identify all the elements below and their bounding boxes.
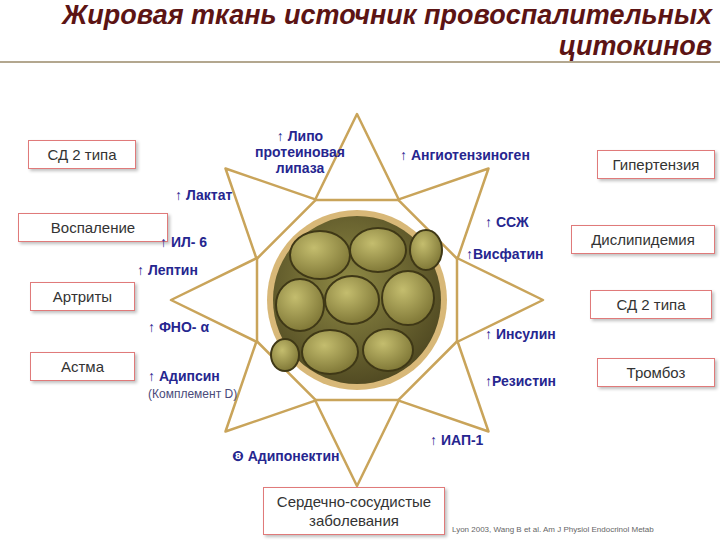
cytokine-label: ↑ Адипсин bbox=[148, 368, 220, 384]
disease-box: СД 2 типа bbox=[28, 140, 136, 169]
disease-box: Артриты bbox=[30, 282, 135, 311]
cytokine-label: ↑Висфатин bbox=[466, 246, 543, 262]
cytokine-label: ↑ Лактат bbox=[175, 187, 232, 203]
cytokine-label: ↑ ИЛ- 6 bbox=[160, 234, 207, 250]
cytokine-label: ↑ ССЖ bbox=[485, 214, 529, 230]
cytokine-label: ↑ Инсулин bbox=[485, 326, 556, 342]
cytokine-label: ↑ Ангиотензиноген bbox=[400, 147, 530, 163]
disease-label: Гипертензия bbox=[608, 155, 704, 174]
cytokine-label: ❽ Адипонектин bbox=[232, 448, 340, 464]
tissue-rim bbox=[267, 210, 447, 390]
cytokine-label: ↑Резистин bbox=[485, 373, 556, 389]
disease-box: Астма bbox=[30, 352, 135, 381]
source-citation: Lyon 2003, Wang B et al. Am J Physiol En… bbox=[452, 522, 654, 538]
fat-cells bbox=[271, 228, 442, 374]
cytokine-note: (Комплемент D) bbox=[148, 386, 237, 402]
disease-box: СД 2 типа bbox=[590, 290, 712, 319]
disease-box: Гипертензия bbox=[597, 150, 715, 179]
disease-label: Воспаление bbox=[29, 218, 157, 237]
disease-box: Воспаление bbox=[18, 213, 168, 242]
disease-box: Сердечно-сосудистые заболевания bbox=[263, 487, 445, 535]
disease-label: Дислипидемия bbox=[582, 230, 704, 249]
cytokine-label: ↑ Лептин bbox=[137, 262, 198, 278]
disease-label: СД 2 типа bbox=[39, 145, 125, 164]
ray-triangle bbox=[315, 400, 399, 486]
disease-label: Артриты bbox=[41, 287, 124, 306]
disease-box: Тромбоз bbox=[597, 358, 715, 387]
cytokine-label: ↑ ФНО- α bbox=[148, 319, 209, 335]
title-rule bbox=[0, 61, 720, 63]
slide-title: Жировая ткань источник провоспалительных… bbox=[12, 0, 712, 62]
cytokine-label: ↑ Липо протеиновая липаза bbox=[252, 128, 348, 176]
disease-label: Тромбоз bbox=[608, 363, 704, 382]
disease-label: Астма bbox=[41, 357, 124, 376]
disease-label: Сердечно-сосудистые заболевания bbox=[274, 492, 434, 530]
star-rays bbox=[171, 114, 543, 486]
disease-box: Дислипидемия bbox=[571, 225, 715, 254]
cytokine-label: ↑ ИАП-1 bbox=[430, 432, 483, 448]
disease-label: СД 2 типа bbox=[601, 295, 701, 314]
